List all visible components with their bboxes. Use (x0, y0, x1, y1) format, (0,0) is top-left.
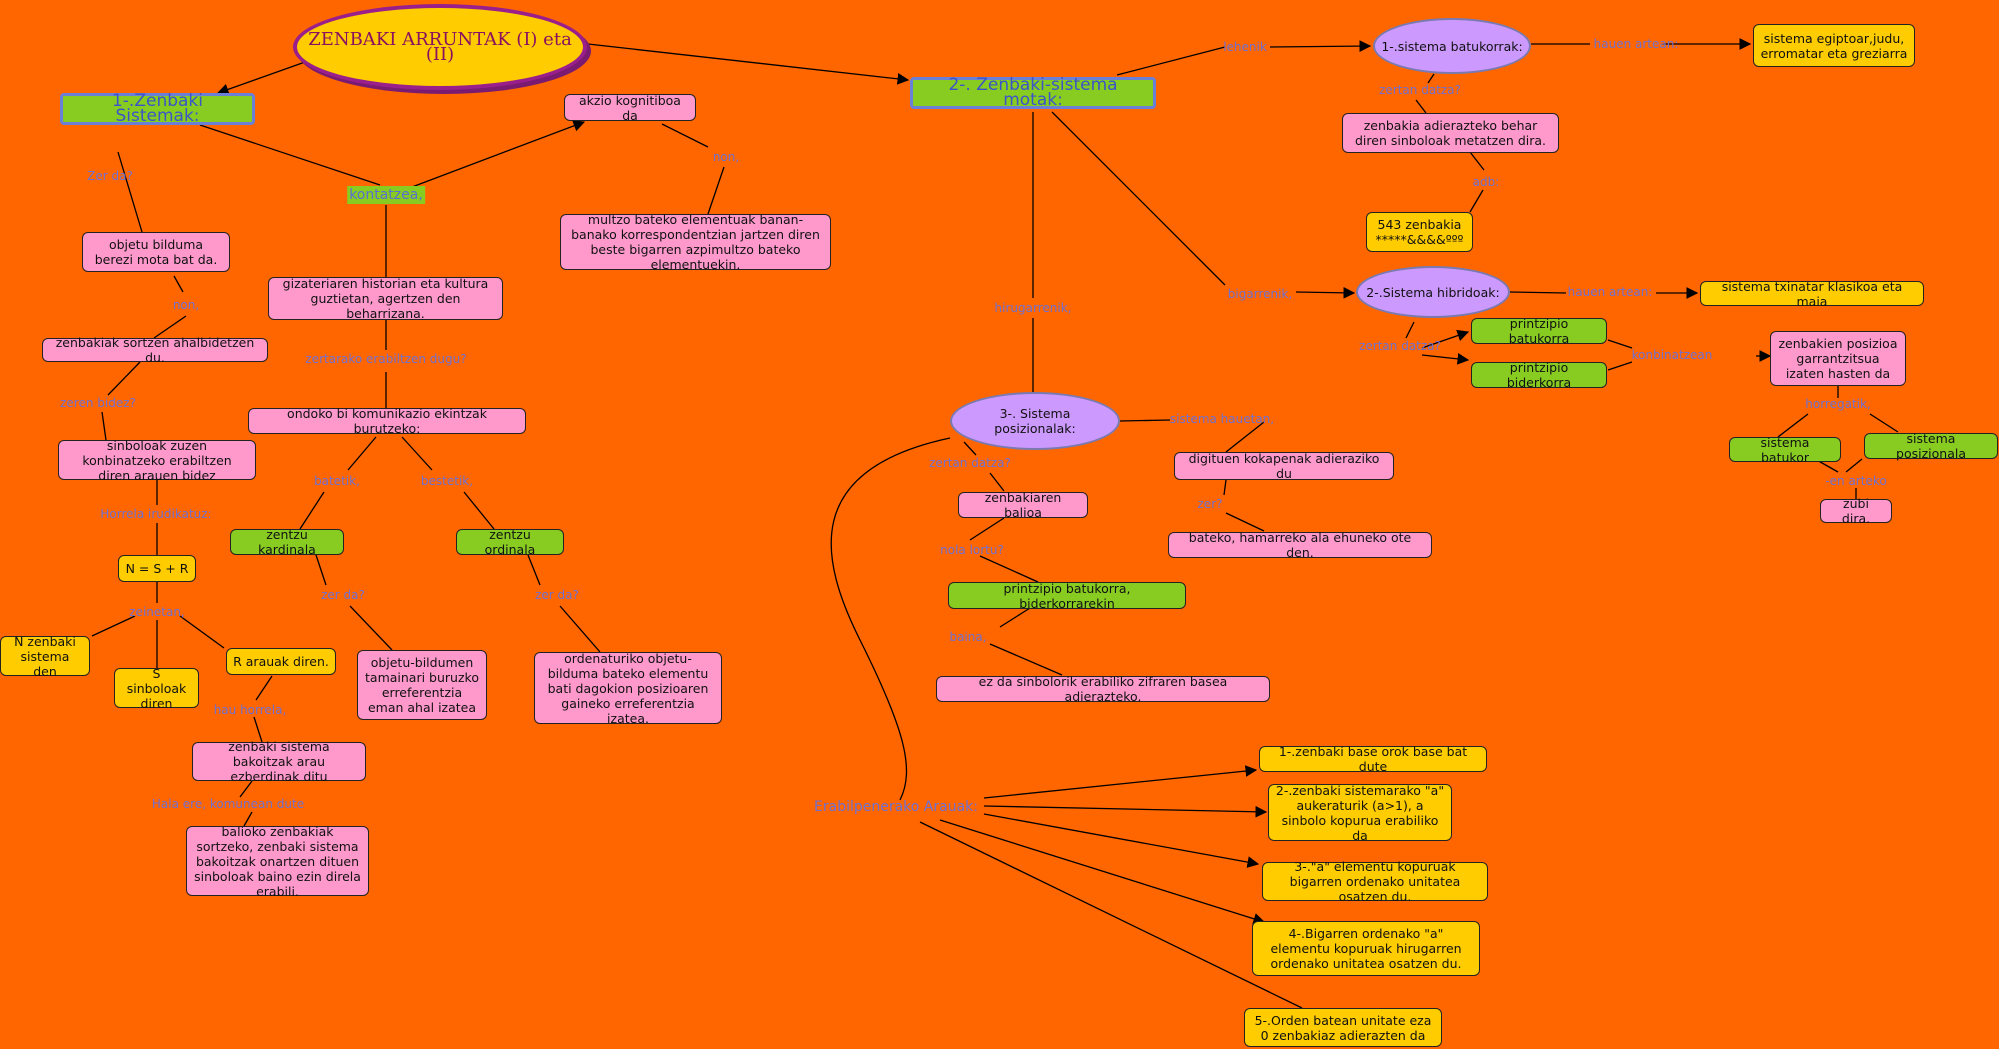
link-label-erabilpenerako: Erabilpenerako Arauak: (814, 799, 978, 815)
link-label: Horrela irudikatuz: (100, 507, 212, 521)
link-label: hauen artean: (1593, 37, 1679, 51)
concept-r-arauak[interactable]: R arauak diren. (226, 648, 336, 675)
link-label: hau horrela, (213, 703, 287, 717)
concept-multzo-bateko[interactable]: multzo bateko elementuak banan-banako ko… (560, 212, 831, 272)
concept-posizioa-garrantzitsua[interactable]: zenbakien posizioa garrantzitsua izaten … (1770, 331, 1906, 386)
link-label: zertarako erabiltzen dugu? (305, 352, 467, 366)
concept-sistema-hibridoak[interactable]: 2-.Sistema hibridoak: (1356, 266, 1510, 318)
link-label: horregatik, (1805, 397, 1871, 411)
link-label: hirugarrenik, (994, 301, 1072, 315)
concept-egiptoar-judu[interactable]: sistema egiptoar,judu, erromatar eta gre… (1753, 24, 1915, 67)
link-label: bigarrenik, (1227, 287, 1293, 301)
concept-akzio-kognitiboa[interactable]: akzio kognitiboa da (564, 93, 696, 123)
concept-printzipio-batukorra[interactable]: printzipio batukorra (1471, 316, 1607, 346)
rule-2[interactable]: 2-.zenbaki sistemarako "a" aukeraturik (… (1268, 783, 1452, 843)
link-label: zer? (1197, 497, 1223, 511)
link-label: sistema hauetan, (1169, 412, 1275, 426)
link-label: zertan datza? (1379, 83, 1461, 97)
link-label: konbinatzean (1631, 348, 1713, 362)
concept-zubi-dira[interactable]: zubi dira. (1820, 496, 1892, 526)
concept-n-zenbaki[interactable]: N zenbaki sistema den (0, 634, 90, 679)
section-zenbaki-sistemak[interactable]: 1-.Zenbaki Sistemak: (60, 93, 255, 125)
concept-zenbakiaren-balioa[interactable]: zenbakiaren balioa (958, 490, 1088, 520)
concept-sistema-posizionalak[interactable]: 3-. Sistema posizionalak: (950, 392, 1120, 450)
formula-node[interactable]: N = S + R (118, 555, 196, 582)
concept-zentzu-ordinala[interactable]: zentzu ordinala (456, 527, 564, 557)
concept-ondoko-bi[interactable]: ondoko bi komunikazio ekintzak burutzeko… (248, 406, 526, 436)
link-label: zeren bidez? (60, 396, 136, 410)
concept-ez-da-sinbolorik[interactable]: ez da sinbolorik erabiliko zifraren base… (936, 674, 1270, 704)
link-label: zeinetan, (129, 605, 185, 619)
concept-gizateriaren-historian[interactable]: gizateriaren historian eta kultura guzti… (268, 276, 503, 321)
link-label: non, (172, 298, 200, 312)
link-label: non, (712, 150, 740, 164)
concept-sinboloak-metatzen[interactable]: zenbakia adierazteko behar diren sinbolo… (1342, 113, 1559, 153)
link-label: zertan datza? (1359, 339, 1441, 353)
link-label: -en arteko (1825, 474, 1887, 488)
link-label: bestetik, (420, 474, 474, 488)
rule-1[interactable]: 1-.zenbaki base orok base bat dute (1259, 744, 1487, 774)
concept-txinatar-maia[interactable]: sistema txinatar klasikoa eta maia (1700, 279, 1924, 309)
concept-zenbakiak-sortzen[interactable]: zenbakiak sortzen ahalbidetzen du. (42, 335, 268, 365)
root-title-node[interactable]: ZENBAKI ARRUNTAK (I) eta (II) (293, 4, 587, 90)
link-label: batetik, (314, 474, 360, 488)
concept-sistema-batukorrak[interactable]: 1-.sistema batukorrak: (1373, 18, 1531, 74)
example-543-zenbakia[interactable]: 543 zenbakia *****&&&&ººº (1366, 212, 1473, 252)
concept-sinboloak-konbinatzeko[interactable]: sinboloak zuzen konbinatzeko erabiltzen … (58, 438, 256, 483)
concept-objetu-bildumen[interactable]: objetu-bildumen tamainari buruzko errefe… (357, 650, 487, 720)
link-label: zer da? (321, 588, 365, 602)
concept-objetu-bilduma[interactable]: objetu bilduma berezi mota bat da. (82, 232, 230, 272)
link-label: adb: (1472, 175, 1500, 189)
concept-sistema-bakoitzak[interactable]: zenbaki sistema bakoitzak arau ezberdina… (192, 739, 366, 784)
link-label: Hala ere, komunean dute (151, 797, 305, 811)
concept-printzipio-biderkorra[interactable]: printzipio biderkorra (1471, 360, 1607, 390)
concept-sistema-posizionala[interactable]: sistema posizionala (1864, 431, 1998, 461)
concept-sistema-batukor[interactable]: sistema batukor (1729, 435, 1841, 465)
concept-zentzu-kardinala[interactable]: zentzu kardinala (230, 527, 344, 557)
concept-digituen-kokapenak[interactable]: digituen kokapenak adieraziko du (1174, 451, 1394, 481)
link-label: nola lortu? (940, 543, 1004, 557)
link-label: hauen artean: (1567, 285, 1653, 299)
rule-3[interactable]: 3-."a" elementu kopuruak bigarren ordena… (1262, 859, 1488, 904)
concept-balioko-zenbakiak[interactable]: balioko zenbakiak sortzeko, zenbaki sist… (186, 824, 369, 899)
concept-bateko-hamarreko[interactable]: bateko, hamarreko ala ehuneko ote den. (1168, 530, 1432, 560)
rule-5[interactable]: 5-.Orden batean unitate eza 0 zenbakiaz … (1244, 1008, 1442, 1047)
concept-ordenaturiko[interactable]: ordenaturiko objetu-bilduma bateko eleme… (534, 651, 722, 726)
concept-s-sinboloak[interactable]: S sinboloak diren (114, 666, 199, 711)
link-label-kontatzea: kontatzea, (347, 186, 425, 204)
link-label: Zer da? (87, 169, 133, 183)
section-sistema-motak[interactable]: 2-. Zenbaki-sistema motak: (910, 77, 1156, 109)
link-label: baina, (949, 630, 987, 644)
link-label: zertan datza? (929, 456, 1011, 470)
link-label: lehenik (1223, 40, 1267, 54)
rule-4[interactable]: 4-.Bigarren ordenako "a" elementu kopuru… (1252, 921, 1480, 976)
link-label: zer da? (535, 588, 579, 602)
concept-printzipio-batukorra-biderkorrarekin[interactable]: printzipio batukorra, biderkorrarekin (948, 581, 1186, 611)
